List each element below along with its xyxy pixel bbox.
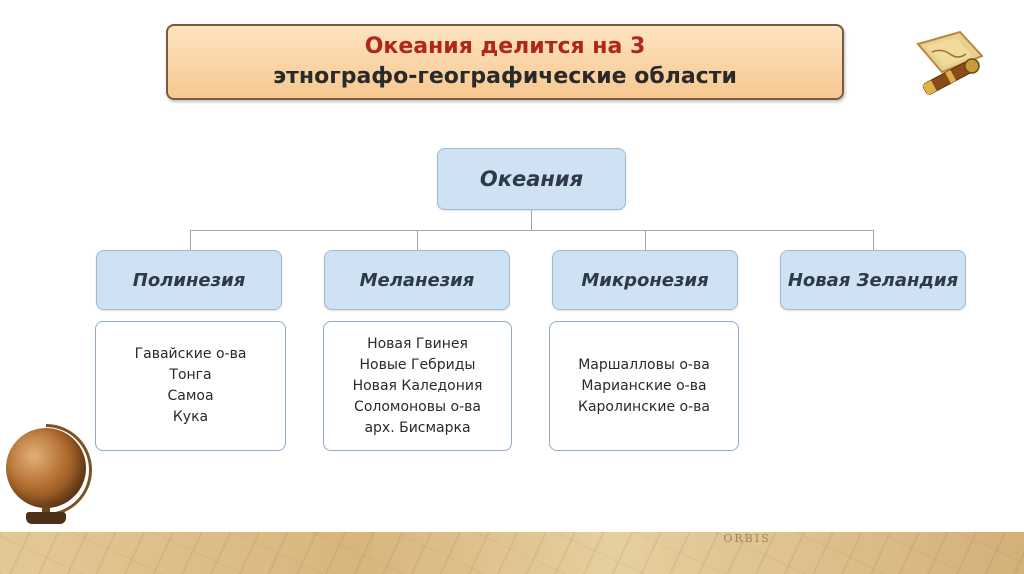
list-item: Кука [172, 409, 209, 425]
list-item: Каролинские о-ва [578, 398, 710, 415]
globe-icon [6, 428, 86, 508]
connector-new-zealand [873, 230, 874, 250]
map-scroll-icon [916, 30, 984, 96]
connector-polynesia [190, 230, 191, 250]
list-item: Самоа [167, 388, 214, 404]
category-label: Полинезия [132, 269, 246, 291]
list-item: Новая Гвинея [367, 335, 468, 352]
root-label: Океания [479, 167, 584, 191]
root-node: Океания [437, 148, 626, 210]
connector-micronesia [645, 230, 646, 250]
category-label: Меланезия [359, 269, 475, 291]
list-item: Марианские о-ва [581, 377, 707, 394]
category-label: Микронезия [581, 269, 709, 291]
title-line-1: Океания делится на 3 [364, 34, 646, 59]
list-melanesia: Новая Гвинея Новые Гебриды Новая Каледон… [323, 321, 512, 451]
list-item: Маршалловы о-ва [578, 356, 710, 373]
list-item: Новые Гебриды [359, 356, 476, 373]
list-polynesia: Гавайские о-ва Тонга Самоа Кука [95, 321, 286, 451]
category-polynesia: Полинезия [96, 250, 282, 310]
globe-stem [42, 505, 50, 515]
connector-melanesia [417, 230, 418, 250]
title-banner: Океания делится на 3 этнографо-географич… [166, 24, 844, 100]
connector-horizontal [190, 230, 873, 231]
list-item: Новая Каледония [352, 377, 483, 394]
category-new-zealand: Новая Зеландия [780, 250, 966, 310]
category-label: Новая Зеландия [787, 269, 959, 291]
list-item: Соломоновы о-ва [354, 398, 481, 415]
footer-map-band [0, 532, 1024, 574]
list-item: Гавайские о-ва [134, 346, 247, 362]
connector-root-vertical [531, 210, 532, 230]
title-line-2: этнографо-географические области [273, 64, 737, 89]
list-item: Тонга [169, 367, 212, 383]
list-micronesia: Маршалловы о-ва Марианские о-ва Каролинс… [549, 321, 739, 451]
category-melanesia: Меланезия [324, 250, 510, 310]
list-item: арх. Бисмарка [364, 419, 471, 436]
footer-map-text: ORBIS [723, 532, 771, 545]
globe-stand [26, 512, 66, 524]
category-micronesia: Микронезия [552, 250, 738, 310]
